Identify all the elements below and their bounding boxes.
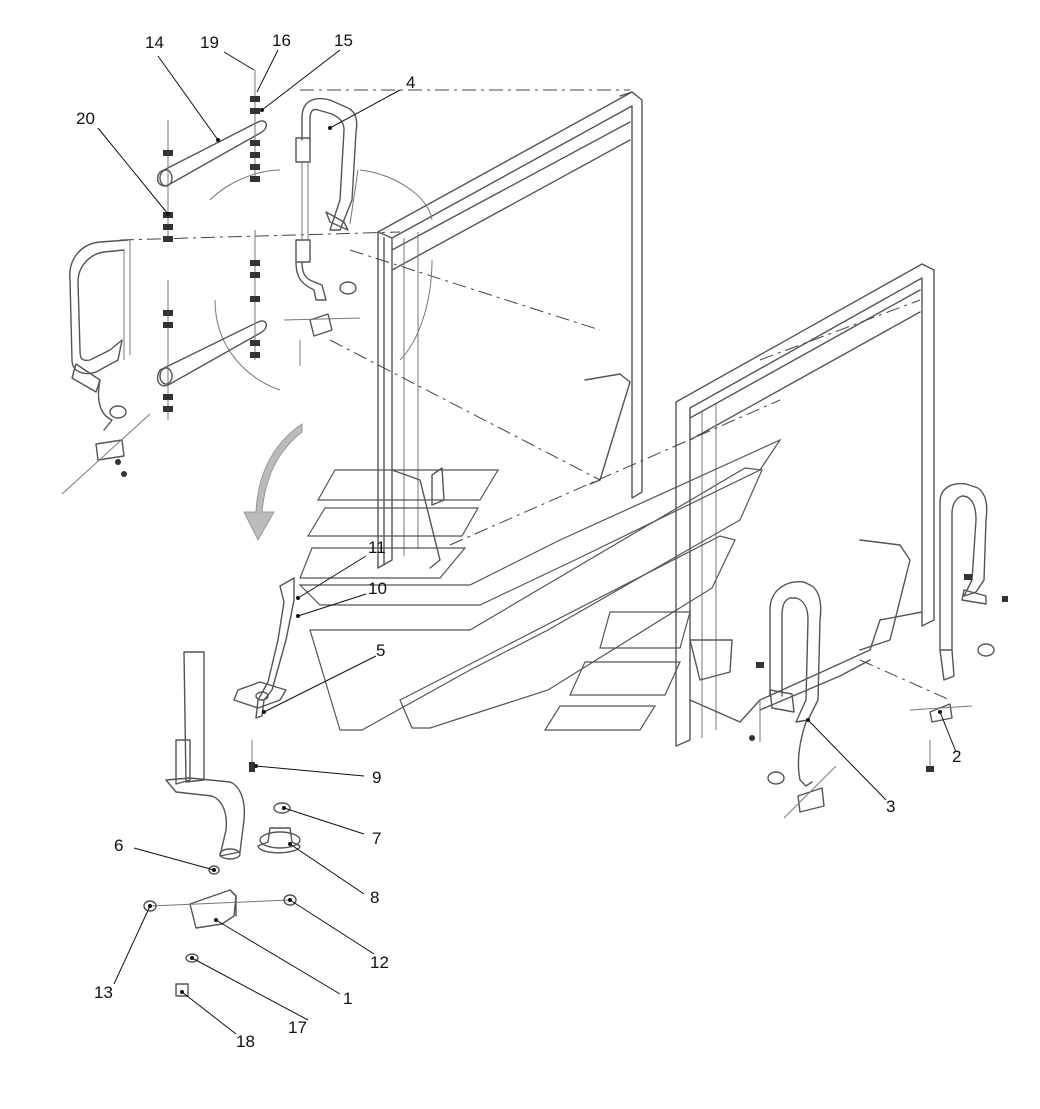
callout-20: 20 [76,109,95,128]
callout-1: 1 [343,989,352,1008]
right-handrails [749,482,1008,819]
callout-6: 6 [114,836,123,855]
callout-10: 10 [368,579,387,598]
callout-3: 3 [886,797,895,816]
manufacturer-logo [298,438,782,731]
cab-frame-rear [377,91,643,569]
lower-handrail-detail [143,577,301,997]
callout-9: 9 [372,768,381,787]
callout-18: 18 [236,1032,255,1051]
leader-lines [97,49,957,1035]
callout-17: 17 [288,1018,307,1037]
callout-2: 2 [952,747,961,766]
callout-15: 15 [334,31,353,50]
callout-11: 11 [368,538,386,557]
callout-labels: 1 2 3 4 5 6 7 8 9 10 11 12 13 14 15 16 1… [76,31,961,1051]
assembly-lines [119,89,951,701]
rotation-arrow [243,423,303,542]
callout-12: 12 [370,953,389,972]
upper-handrail-assembly [61,70,361,495]
callout-8: 8 [370,888,379,907]
cab-frame-front [675,263,935,747]
callout-14: 14 [145,33,164,52]
callout-4: 4 [406,73,415,92]
callout-13: 13 [94,983,113,1002]
callout-16: 16 [272,31,291,50]
callout-7: 7 [372,829,381,848]
callout-5: 5 [376,641,385,660]
callout-19: 19 [200,33,219,52]
